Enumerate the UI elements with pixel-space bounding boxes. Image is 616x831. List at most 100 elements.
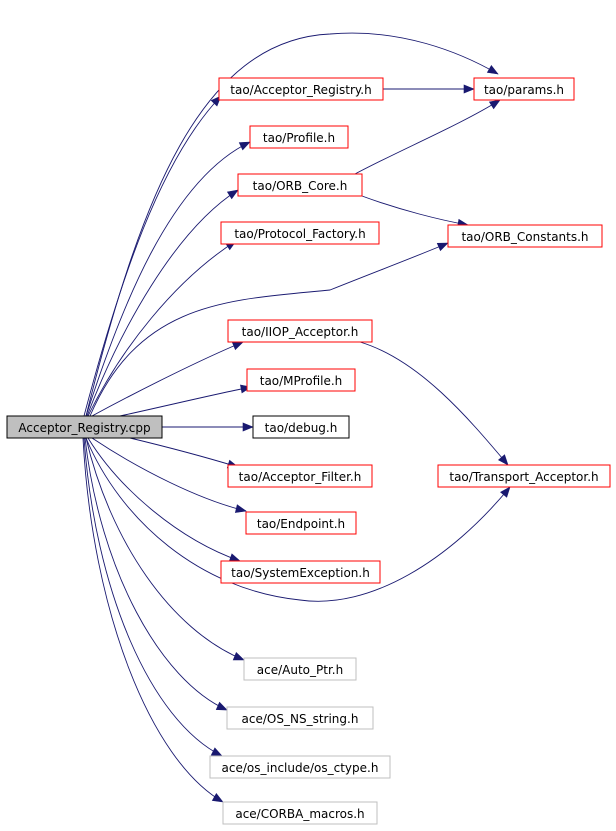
edge-root-to-os_ctype_h [83,437,223,757]
node-params-h[interactable]: tao/params.h [473,77,575,101]
edge-line [83,95,222,417]
edge-root-to-iiop_acceptor_h [91,341,244,417]
node-box [237,173,363,197]
node-box [222,801,378,825]
node-os-ns-string-h[interactable]: ace/OS_NS_string.h [226,706,374,730]
edge-root-to-debug_h [162,422,254,432]
edge-line [86,189,239,417]
node-label: tao/SystemException.h [231,566,370,580]
edge-line [91,341,244,417]
node-transport-acceptor-h[interactable]: tao/Transport_Acceptor.h [437,464,611,488]
edge-line [85,32,499,417]
edge-line [89,242,449,417]
node-iiop-acceptor-h[interactable]: tao/IIOP_Acceptor.h [227,319,373,343]
node-label: ace/CORBA_macros.h [235,807,364,821]
edge-orb_core_h-to-params_h [354,99,501,175]
node-box [6,415,163,439]
node-label: tao/Transport_Acceptor.h [449,470,598,484]
node-box [209,755,391,779]
node-os-ctype-h[interactable]: ace/os_include/os_ctype.h [209,755,391,779]
node-label: ace/OS_NS_string.h [242,712,359,726]
node-label: tao/MProfile.h [260,374,343,388]
node-label: tao/Profile.h [263,131,335,145]
edge-iiop_acceptor_h-to-transport_acceptor_h [359,341,509,466]
node-label: Acceptor_Registry.cpp [18,421,150,435]
arrowhead [228,553,241,562]
node-auto-ptr-h[interactable]: ace/Auto_Ptr.h [243,657,357,681]
node-root[interactable]: Acceptor_Registry.cpp [6,415,163,439]
arrowhead [234,504,247,513]
node-orb-constants-h[interactable]: tao/ORB_Constants.h [447,224,603,248]
node-box [226,706,374,730]
node-endpoint-h[interactable]: tao/Endpoint.h [245,511,357,535]
arrowhead [486,64,499,75]
node-label: tao/Endpoint.h [257,517,345,531]
arrowhead [436,242,449,252]
edge-root-to-mprofile_h [119,384,252,417]
node-profile-h[interactable]: tao/Profile.h [249,125,349,149]
node-mprofile-h[interactable]: tao/MProfile.h [246,368,356,392]
edge-line [84,437,228,711]
arrowhead [232,652,245,661]
node-box [246,368,356,392]
arrowhead [211,793,224,803]
edge-line [91,437,247,512]
edge-root-to-profile_h [85,141,251,417]
node-box [227,464,373,488]
edge-root-to-endpoint_h [91,437,247,513]
edge-root-to-orb_constants_h [89,242,449,417]
arrowhead [500,486,511,498]
node-label: tao/Acceptor_Filter.h [239,470,362,484]
arrowhead [238,141,251,151]
arrowhead [226,189,239,200]
edge-root-to-transport_acceptor_h [85,437,511,602]
edge-line [359,341,509,466]
edge-line [87,437,241,562]
node-acceptor-filter-h[interactable]: tao/Acceptor_Filter.h [227,464,373,488]
node-box [218,77,384,101]
edge-line [85,437,245,661]
node-box [252,415,350,439]
edge-root-to-corba_macros_h [82,437,224,803]
arrowhead [242,422,254,432]
arrowhead [497,454,509,466]
edge-line [83,437,223,757]
node-box [473,77,575,101]
node-system-exception-h[interactable]: tao/SystemException.h [220,560,381,584]
edge-root-to-orb_core_h [86,189,239,417]
node-protocol-factory-h[interactable]: tao/Protocol_Factory.h [220,221,380,245]
edge-root-to-acceptor_registry_h [83,95,222,417]
edge-root-to-acceptor_filter_h [129,437,239,469]
node-box [249,125,349,149]
node-label: tao/debug.h [265,421,338,435]
node-box [227,319,373,343]
edge-line [82,437,224,803]
edge-line [119,386,252,417]
node-box [220,560,381,584]
node-debug-h[interactable]: tao/debug.h [252,415,350,439]
node-label: tao/Acceptor_Registry.h [230,83,371,97]
node-box [437,464,611,488]
edge-root-to-protocol_factory_h [87,240,237,417]
edge-root-to-os_ns_string_h [84,437,228,711]
edge-root-to-auto_ptr_h [85,437,245,661]
node-label: ace/os_include/os_ctype.h [222,761,379,775]
edge-line [85,141,251,417]
node-label: tao/ORB_Constants.h [461,230,588,244]
node-corba-macros-h[interactable]: ace/CORBA_macros.h [222,801,378,825]
node-box [447,224,603,248]
nodes-layer: Acceptor_Registry.cpp tao/Acceptor_Regist… [6,77,611,825]
node-box [220,221,380,245]
edge-root-to-params_h [85,32,499,417]
node-orb-core-h[interactable]: tao/ORB_Core.h [237,173,363,197]
arrowhead [215,701,228,711]
arrowhead [210,747,223,757]
node-box [245,511,357,535]
node-acceptor-registry-h[interactable]: tao/Acceptor_Registry.h [218,77,384,101]
edge-line [85,437,511,602]
node-label: tao/params.h [484,83,564,97]
edge-line [361,195,469,226]
node-label: tao/ORB_Core.h [253,179,348,193]
edge-acceptor_registry_h-to-params_h [383,84,475,94]
edge-line [87,240,237,417]
